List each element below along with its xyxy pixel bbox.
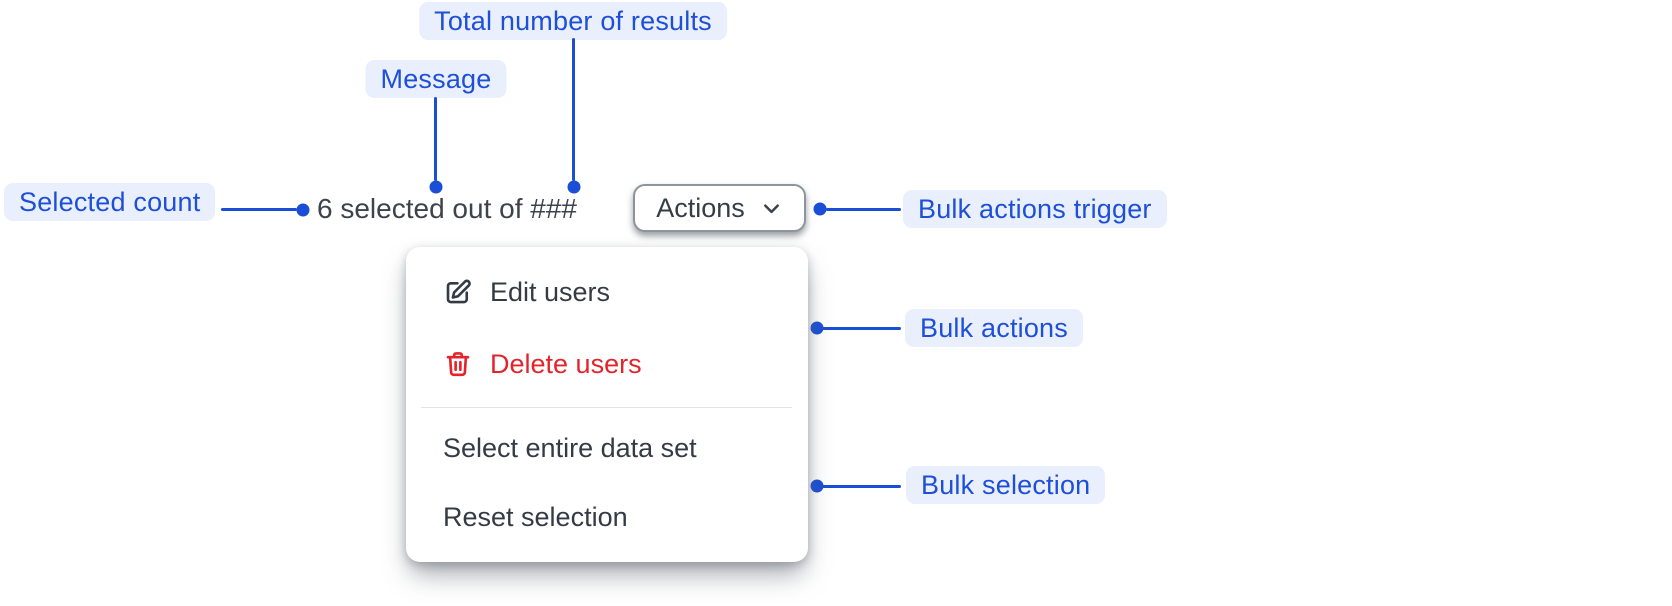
connector-line-bulk-selection bbox=[820, 485, 901, 488]
callout-message: Message bbox=[365, 60, 507, 98]
menu-item-label: Edit users bbox=[490, 276, 611, 307]
menu-item-edit-users[interactable]: Edit users bbox=[406, 256, 808, 328]
bulk-actions-trigger-button[interactable]: Actions bbox=[633, 184, 806, 232]
menu-item-label: Select entire data set bbox=[443, 432, 697, 463]
menu-divider bbox=[421, 407, 792, 408]
menu-item-select-entire-data-set[interactable]: Select entire data set bbox=[406, 412, 808, 484]
menu-item-reset-selection[interactable]: Reset selection bbox=[406, 481, 808, 553]
menu-item-label: Delete users bbox=[490, 348, 642, 379]
trash-icon bbox=[443, 349, 473, 379]
connector-line-total-results bbox=[572, 38, 575, 181]
connector-dot-bulk-actions bbox=[810, 321, 824, 335]
connector-line-selected-count bbox=[221, 208, 297, 211]
edit-icon bbox=[443, 277, 473, 307]
callout-bulk-actions: Bulk actions bbox=[905, 309, 1083, 347]
bulk-actions-trigger-label: Actions bbox=[656, 192, 745, 223]
connector-dot-bulk-actions-trigger bbox=[813, 202, 827, 216]
selection-count-message: 6 selected out of ### bbox=[317, 193, 577, 224]
menu-item-delete-users[interactable]: Delete users bbox=[406, 328, 808, 400]
connector-dot-total-results bbox=[567, 180, 581, 194]
connector-dot-selected-count bbox=[296, 203, 310, 217]
connector-line-bulk-actions-trigger bbox=[826, 208, 901, 211]
connector-line-message bbox=[434, 97, 437, 181]
bulk-actions-menu: Edit users Delete users Select entire da… bbox=[406, 247, 808, 562]
callout-total-number-of-results: Total number of results bbox=[419, 2, 727, 40]
chevron-down-icon bbox=[760, 197, 783, 220]
callout-selected-count: Selected count bbox=[4, 183, 216, 221]
callout-bulk-selection: Bulk selection bbox=[906, 466, 1106, 504]
callout-bulk-actions-trigger: Bulk actions trigger bbox=[903, 190, 1167, 228]
menu-item-label: Reset selection bbox=[443, 501, 628, 532]
connector-dot-message bbox=[429, 180, 443, 194]
connector-line-bulk-actions bbox=[820, 327, 901, 330]
connector-dot-bulk-selection bbox=[810, 479, 824, 493]
